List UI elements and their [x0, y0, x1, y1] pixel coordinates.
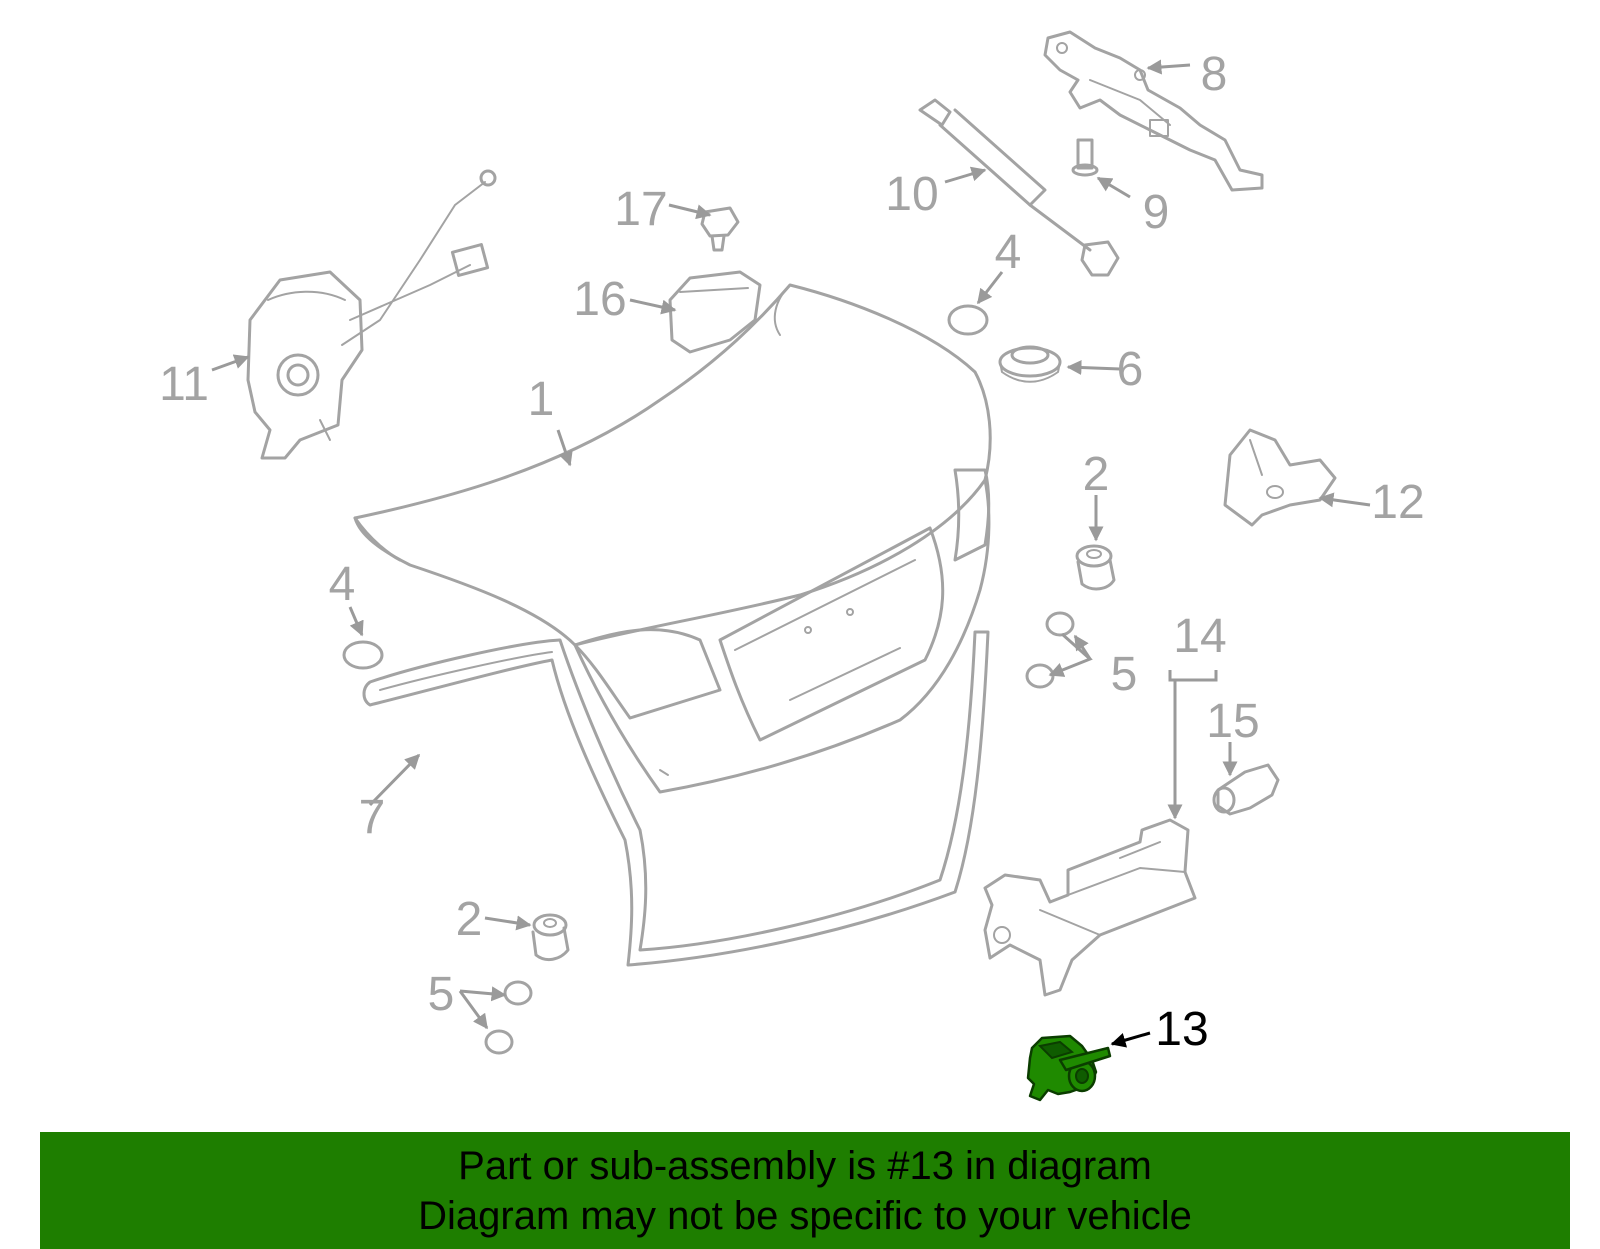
striker-part	[1223, 428, 1337, 527]
ring-part-4-upper	[947, 304, 989, 336]
callout-1: 1	[528, 373, 555, 426]
clip-part	[700, 206, 740, 252]
callout-7: 7	[359, 791, 386, 844]
callout-5-right: 5	[1111, 648, 1138, 701]
callout-16: 16	[573, 273, 626, 326]
ring-part-5-d	[484, 1029, 514, 1055]
callout-2-upper: 2	[1083, 448, 1110, 501]
trunk-lid-part	[353, 283, 992, 794]
ring-part-5-c	[503, 980, 533, 1006]
callout-labels: 1 2 2 4 4 5 5 6 7 8 9 10 11 12 13 14 15 …	[159, 48, 1425, 1056]
callout-14: 14	[1173, 610, 1226, 663]
switch-part	[1212, 763, 1280, 816]
banner-disclaimer: Diagram may not be specific to your vehi…	[418, 1193, 1192, 1238]
callout-13: 13	[1155, 1003, 1208, 1056]
ring-part-5-b	[1025, 663, 1055, 689]
banner-part-notice: Part or sub-assembly is #13 in diagram	[458, 1143, 1152, 1188]
callout-9: 9	[1143, 186, 1170, 239]
callout-8: 8	[1201, 48, 1228, 101]
hinge-part	[1043, 30, 1264, 192]
callout-12: 12	[1371, 476, 1424, 529]
handle-bracket-part	[668, 270, 762, 354]
callout-4-lower: 4	[329, 558, 356, 611]
bumper-part-upper	[1075, 544, 1116, 591]
ring-part-5-a	[1045, 611, 1075, 637]
grommet-part	[998, 345, 1062, 383]
bumper-part-lower	[531, 913, 570, 962]
leader-lines	[211, 59, 1371, 1048]
parts-diagram: 1 2 2 4 4 5 5 6 7 8 9 10 11 12 13 14 15 …	[159, 30, 1425, 1102]
latch-assembly-part	[983, 818, 1197, 997]
info-banner: Part or sub-assembly is #13 in diagram D…	[40, 1132, 1570, 1249]
callout-6: 6	[1117, 343, 1144, 396]
lock-actuator-part	[246, 169, 497, 460]
callout-17: 17	[614, 183, 667, 236]
lock-cylinder-part-highlighted	[1026, 1034, 1112, 1102]
callout-5-left: 5	[428, 968, 455, 1021]
callout-2-lower: 2	[456, 893, 483, 946]
callout-10: 10	[885, 168, 938, 221]
callout-15: 15	[1206, 695, 1259, 748]
ring-part-4-lower	[342, 640, 384, 670]
gas-strut-part	[918, 98, 1120, 277]
callout-4-upper: 4	[995, 226, 1022, 279]
bolt-part	[1071, 138, 1099, 177]
weatherstrip-part	[362, 630, 990, 967]
callout-11: 11	[159, 358, 209, 411]
